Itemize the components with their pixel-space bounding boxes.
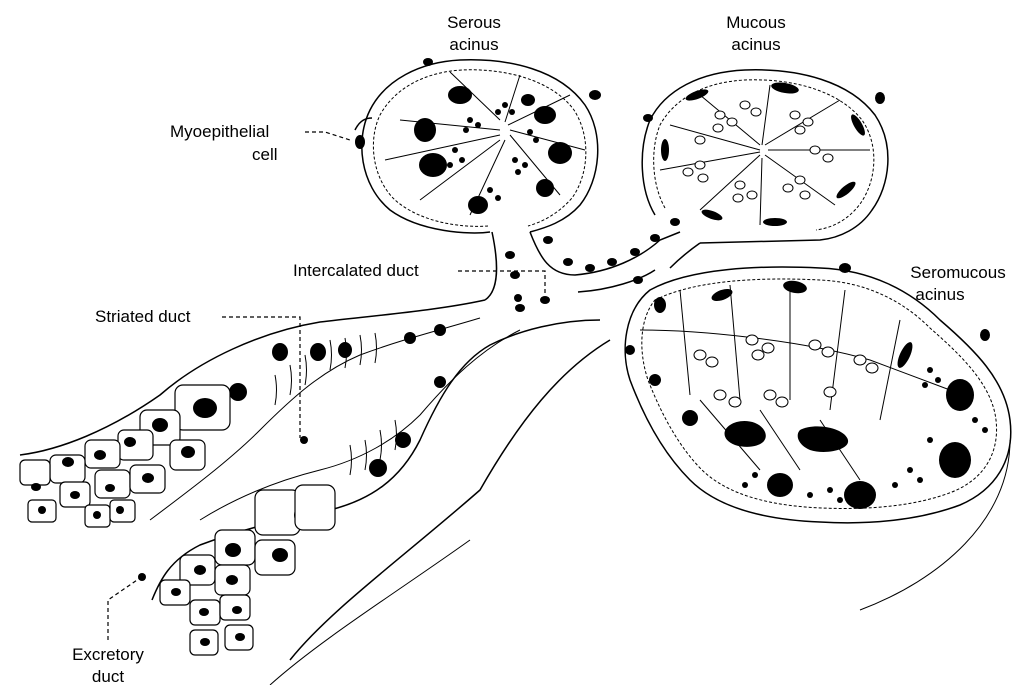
label-seromucous-1: Seromucous — [910, 263, 1005, 282]
seromucous-acinus — [625, 263, 1011, 610]
mucous-acinus — [642, 70, 888, 243]
label-myoepithelial-2: cell — [252, 145, 278, 164]
label-intercalated: Intercalated duct — [293, 261, 419, 280]
label-striated: Striated duct — [95, 307, 191, 326]
label-mucous-2: acinus — [731, 35, 780, 54]
label-excretory-2: duct — [92, 667, 124, 685]
leader-myoepithelial — [305, 132, 350, 140]
serous-acinus — [355, 58, 601, 233]
leader-striated — [222, 317, 300, 438]
label-seromucous-2: acinus — [915, 285, 964, 304]
label-serous-1: Serous — [447, 13, 501, 32]
label-myoepithelial-1: Myoepithelial — [170, 122, 269, 141]
leader-excretory — [108, 578, 140, 640]
leader-intercalated — [458, 271, 545, 295]
label-excretory-1: Excretory — [72, 645, 144, 664]
label-mucous-1: Mucous — [726, 13, 786, 32]
label-serous-2: acinus — [449, 35, 498, 54]
excretory-duct — [20, 340, 610, 685]
